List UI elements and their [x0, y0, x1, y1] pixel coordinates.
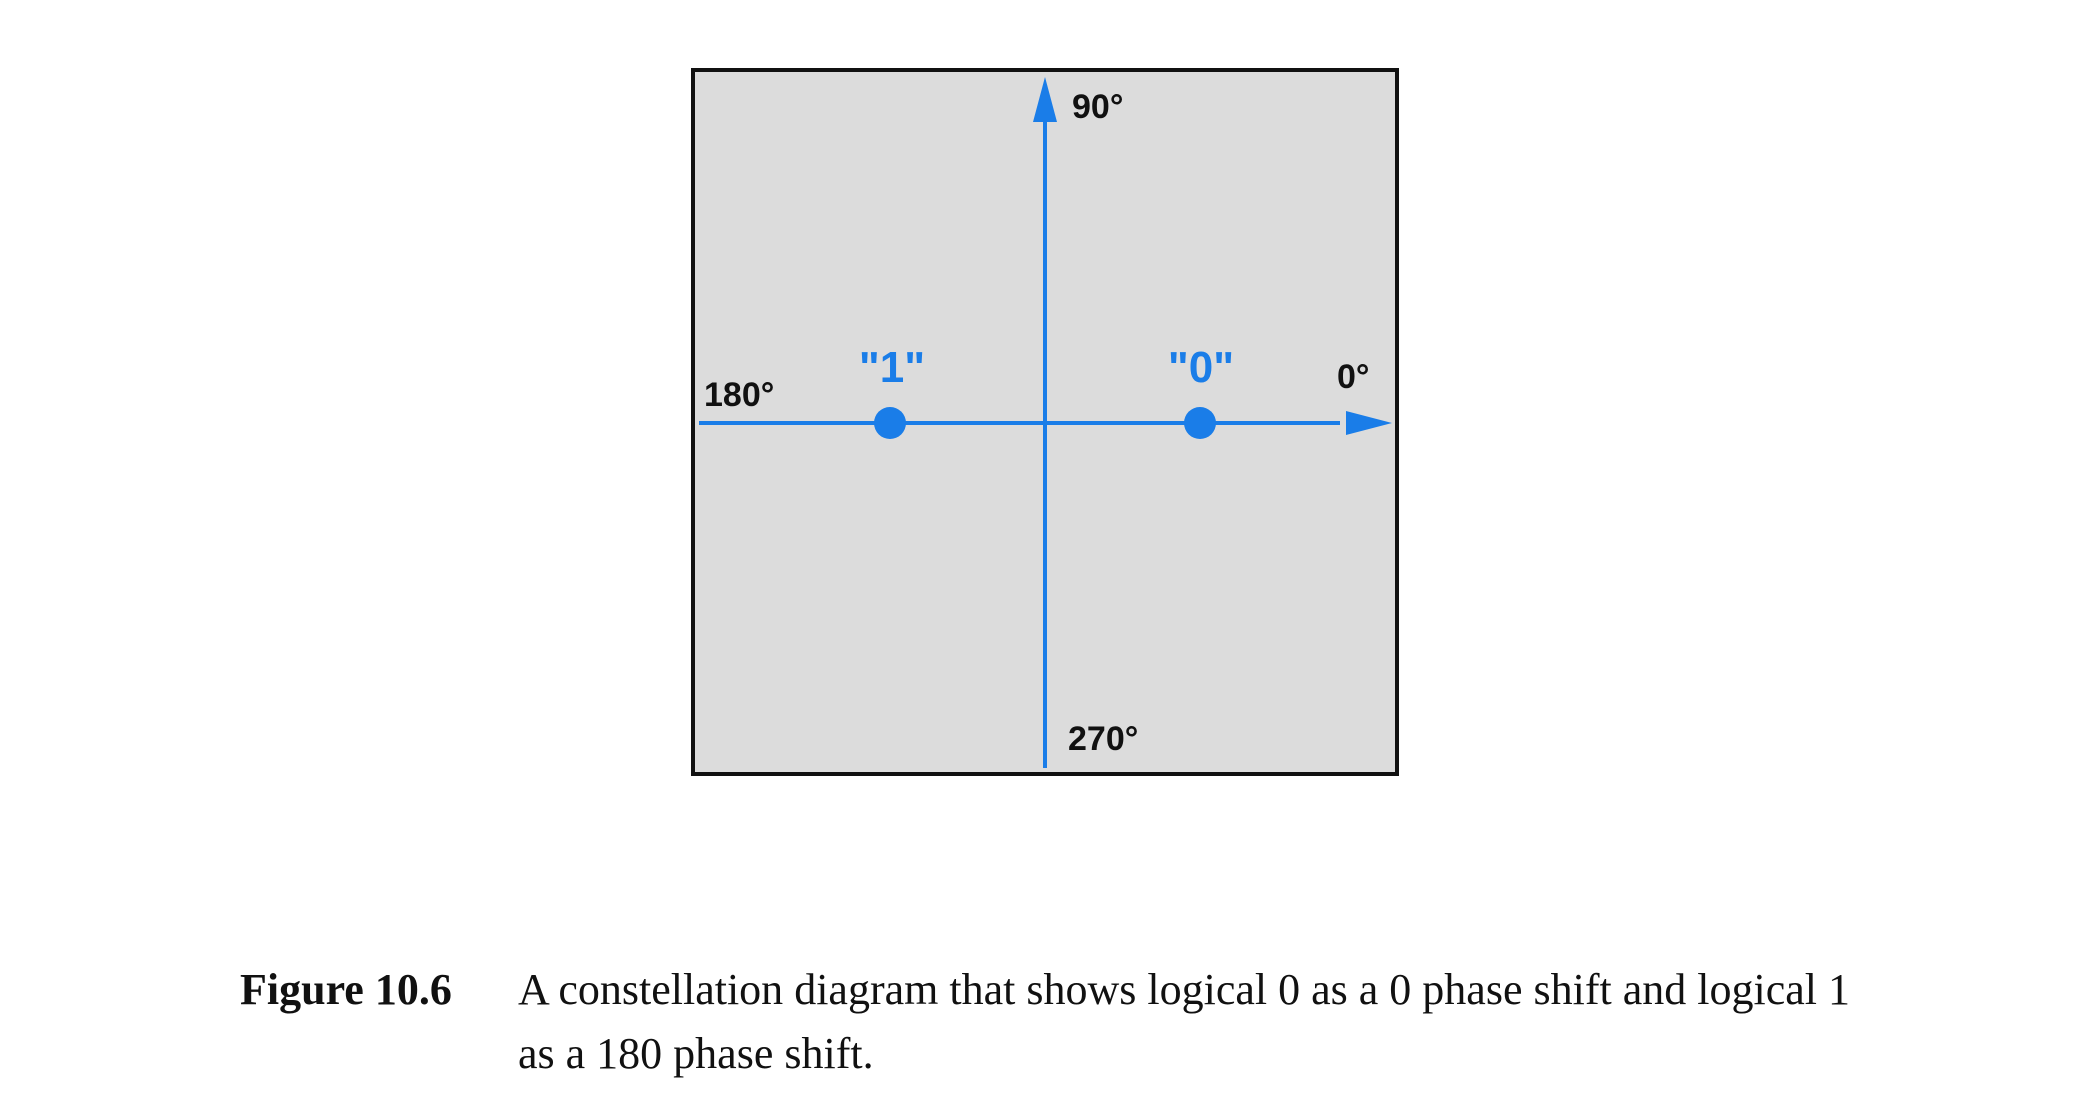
figure-caption: Figure 10.6 A constellation diagram that… — [240, 958, 1850, 1086]
point-one-label: "1" — [859, 343, 925, 392]
zero-degree-arrowhead — [1346, 411, 1392, 435]
ninety-degree-arrowhead — [1033, 77, 1057, 122]
point-zero-label: "0" — [1168, 343, 1234, 392]
label-270-degrees: 270° — [1068, 720, 1138, 758]
label-180-degrees: 180° — [704, 376, 774, 414]
constellation-point-one — [874, 407, 906, 439]
figure-number: Figure 10.6 — [240, 965, 452, 1014]
label-90-degrees: 90° — [1072, 88, 1123, 126]
caption-text: A constellation diagram that shows logic… — [518, 965, 1850, 1078]
label-0-degrees: 0° — [1337, 358, 1370, 396]
constellation-point-zero — [1184, 407, 1216, 439]
